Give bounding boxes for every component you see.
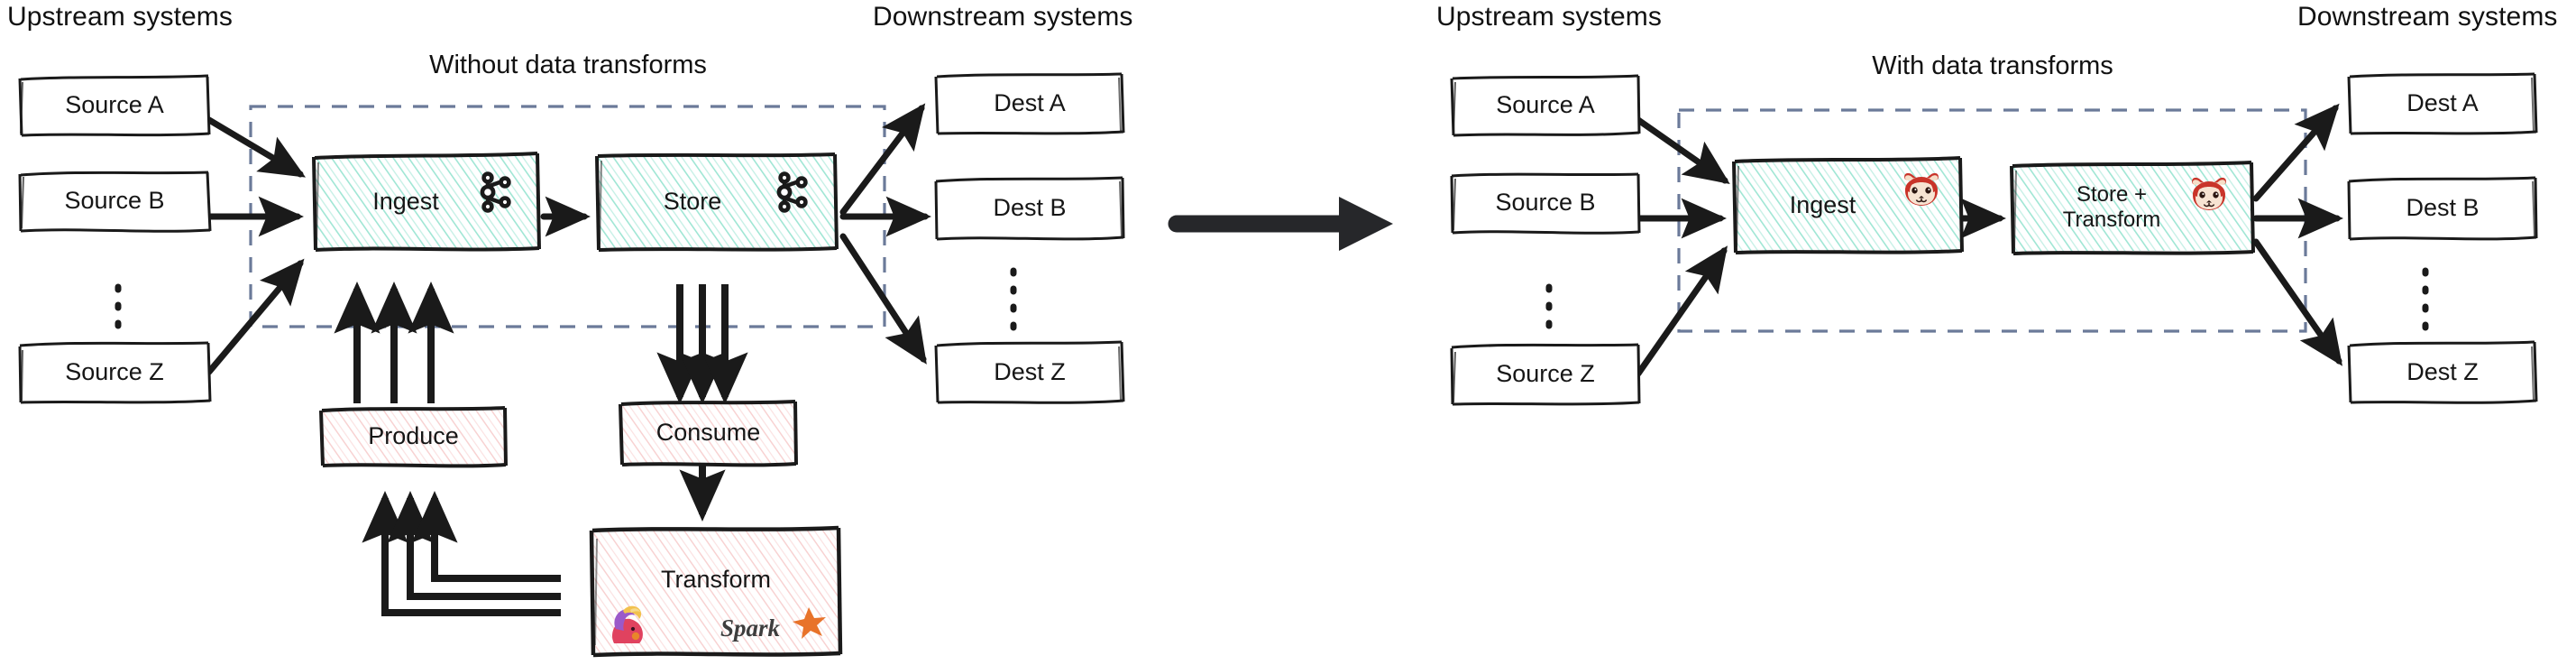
right-source-b-label: Source B bbox=[1495, 189, 1596, 217]
produce-label: Produce bbox=[368, 422, 459, 450]
big-right-arrow bbox=[1168, 197, 1393, 251]
left-source-z-label: Source Z bbox=[65, 358, 164, 386]
sketch-frame bbox=[619, 400, 798, 467]
left-store-box[interactable]: Store bbox=[595, 152, 839, 252]
sketch-frame bbox=[1450, 343, 1641, 406]
left-source-a-box[interactable]: Source A bbox=[18, 74, 211, 137]
sketch-frame bbox=[2010, 161, 2255, 255]
right-dest-z-box[interactable]: Dest Z bbox=[2347, 340, 2538, 404]
right-source-a-box[interactable]: Source A bbox=[1450, 74, 1641, 137]
sketch-frame bbox=[934, 72, 1125, 135]
right-source-a-label: Source A bbox=[1496, 91, 1595, 119]
right-upstream-header: Upstream systems bbox=[1436, 2, 1662, 32]
spark-icon: Spark bbox=[715, 604, 832, 649]
right-store-transform-box[interactable]: Store + Transform bbox=[2010, 161, 2255, 255]
transform-label: Transform bbox=[660, 566, 771, 593]
sketch-frame bbox=[18, 74, 211, 137]
right-store-transform-label: Store + Transform bbox=[2063, 182, 2160, 232]
left-store-label: Store bbox=[663, 188, 722, 216]
transform-box[interactable]: Transform Spark bbox=[589, 525, 843, 658]
left-dest-z-box[interactable]: Dest Z bbox=[934, 340, 1125, 404]
right-ingest-box[interactable]: Ingest bbox=[1732, 156, 1964, 254]
left-dest-a-label: Dest A bbox=[994, 89, 1066, 117]
left-dest-b-label: Dest B bbox=[993, 194, 1067, 222]
left-downstream-header: Downstream systems bbox=[873, 2, 1133, 32]
left-dest-a-box[interactable]: Dest A bbox=[934, 72, 1125, 135]
right-dest-b-label: Dest B bbox=[2406, 194, 2480, 222]
left-ingest-label: Ingest bbox=[372, 188, 439, 216]
spark-wordmark: Spark bbox=[720, 614, 781, 642]
left-source-z-box[interactable]: Source Z bbox=[18, 341, 212, 404]
sketch-frame bbox=[934, 340, 1125, 404]
sketch-frame bbox=[18, 341, 212, 404]
right-dest-b-box[interactable]: Dest B bbox=[2347, 176, 2538, 241]
sketch-frame bbox=[595, 152, 839, 252]
sketch-frame bbox=[1450, 172, 1641, 235]
kafka-icon bbox=[474, 170, 516, 215]
right-dest-z-label: Dest Z bbox=[2406, 358, 2479, 386]
transform-to-produce-arrows bbox=[362, 490, 561, 616]
left-upstream-header: Upstream systems bbox=[7, 2, 233, 32]
right-source-arrows bbox=[1635, 116, 1730, 377]
left-source-b-label: Source B bbox=[64, 187, 165, 215]
left-dest-z-label: Dest Z bbox=[994, 358, 1066, 386]
right-dest-a-label: Dest A bbox=[2406, 89, 2479, 117]
left-destination-arrows bbox=[839, 103, 932, 365]
sketch-frame bbox=[319, 406, 508, 468]
store-transform-line2: Transform bbox=[2062, 208, 2161, 232]
left-source-arrows bbox=[206, 116, 307, 375]
sketch-frame bbox=[589, 525, 843, 658]
produce-box[interactable]: Produce bbox=[319, 406, 508, 468]
left-ingest-box[interactable]: Ingest bbox=[312, 152, 541, 252]
sketch-frame bbox=[1450, 74, 1641, 137]
left-source-b-box[interactable]: Source B bbox=[18, 171, 212, 233]
left-source-a-label: Source A bbox=[65, 91, 164, 119]
consume-label: Consume bbox=[655, 419, 761, 447]
sketch-frame bbox=[2347, 176, 2538, 241]
right-source-z-box[interactable]: Source Z bbox=[1450, 343, 1641, 406]
right-source-z-label: Source Z bbox=[1496, 360, 1595, 388]
redpanda-icon bbox=[1900, 171, 1943, 208]
sketch-frame bbox=[934, 176, 1125, 241]
sketch-frame bbox=[2347, 340, 2538, 404]
right-ingest-label: Ingest bbox=[1789, 190, 1856, 218]
store-transform-line1: Store + bbox=[2076, 182, 2148, 208]
left-panel-title: Without data transforms bbox=[429, 51, 707, 79]
sketch-frame bbox=[2347, 72, 2538, 135]
left-dest-b-box[interactable]: Dest B bbox=[934, 176, 1125, 241]
store-to-consume-arrows bbox=[656, 284, 748, 405]
right-panel-title: With data transforms bbox=[1872, 51, 2113, 80]
right-downstream-header: Downstream systems bbox=[2297, 2, 2558, 32]
produce-to-ingest-arrows bbox=[334, 281, 454, 403]
sketch-frame bbox=[18, 171, 212, 233]
flink-icon bbox=[603, 602, 655, 651]
right-destination-arrows bbox=[2252, 103, 2344, 366]
kafka-icon bbox=[771, 170, 812, 215]
consume-box[interactable]: Consume bbox=[619, 400, 798, 467]
redpanda-icon bbox=[2187, 175, 2231, 213]
right-source-b-box[interactable]: Source B bbox=[1450, 172, 1641, 235]
right-dest-a-box[interactable]: Dest A bbox=[2347, 72, 2538, 135]
